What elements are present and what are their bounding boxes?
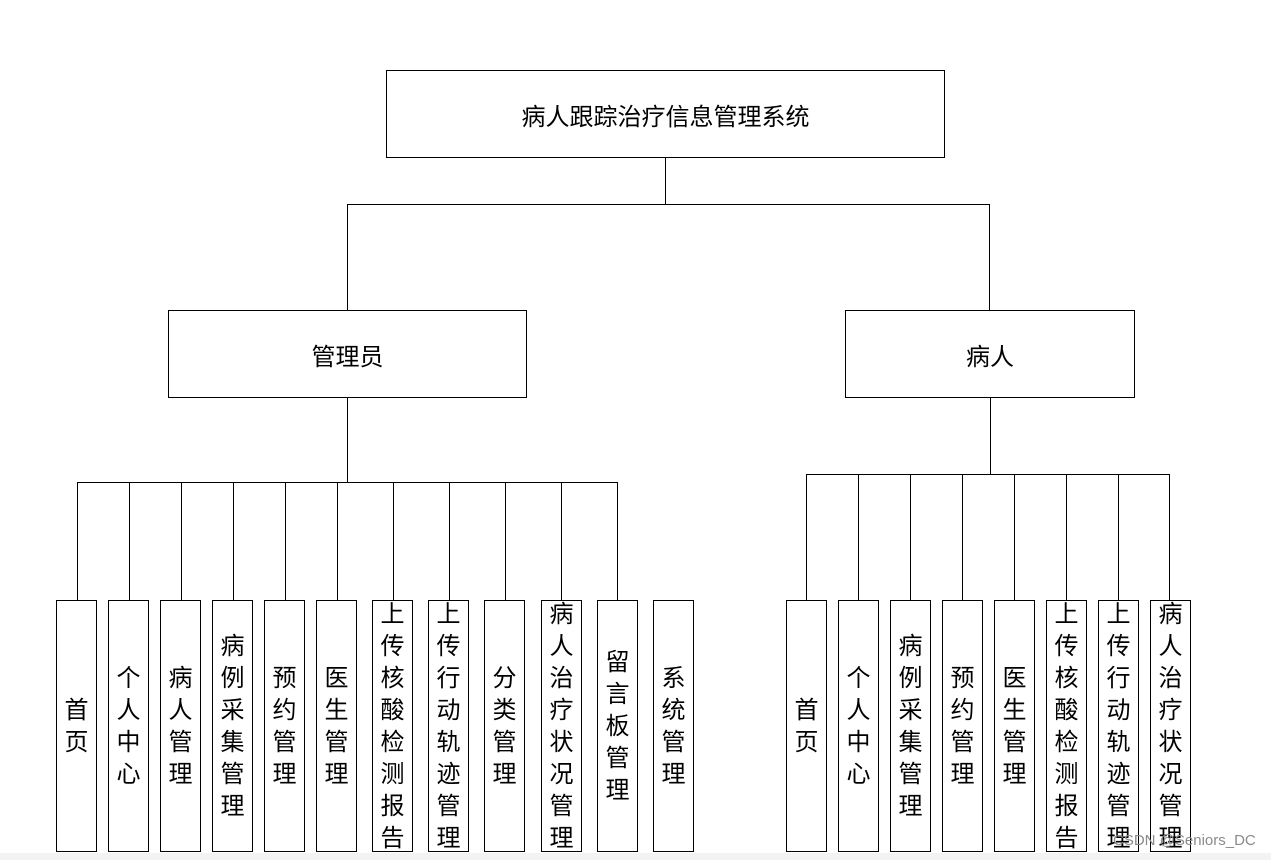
leaf-label: 上传行动轨迹管理 [436, 600, 461, 852]
connector [129, 482, 130, 600]
leaf-node: 上传行动轨迹管理 [1098, 600, 1139, 852]
bottom-band [0, 853, 1271, 860]
connector [561, 482, 562, 600]
connector [77, 482, 618, 483]
leaf-label: 首页 [64, 696, 89, 756]
leaf-node: 上传行动轨迹管理 [428, 600, 469, 852]
connector [285, 482, 286, 600]
leaf-node: 预约管理 [264, 600, 305, 852]
connector [617, 482, 618, 600]
leaf-label: 病人管理 [168, 664, 193, 788]
connector [1169, 474, 1170, 600]
root-node: 病人跟踪治疗信息管理系统 [386, 70, 945, 158]
leaf-node: 首页 [786, 600, 827, 852]
branch-node-admin: 管理员 [168, 310, 527, 398]
leaf-label: 系统管理 [661, 664, 686, 788]
leaf-label: 病例采集管理 [898, 632, 923, 820]
connector [962, 474, 963, 600]
connector [77, 482, 78, 600]
leaf-label: 病人治疗状况管理 [549, 600, 574, 852]
leaf-label: 个人中心 [846, 664, 871, 788]
leaf-node: 个人中心 [108, 600, 149, 852]
leaf-label: 分类管理 [492, 664, 517, 788]
connector [1014, 474, 1015, 600]
leaf-label: 上传核酸检测报告 [380, 600, 405, 852]
leaf-node: 上传核酸检测报告 [1046, 600, 1087, 852]
branch-node-patient: 病人 [845, 310, 1135, 398]
leaf-node: 上传核酸检测报告 [372, 600, 413, 852]
leaf-node: 分类管理 [484, 600, 525, 852]
leaf-label: 上传核酸检测报告 [1054, 600, 1079, 852]
leaf-label: 上传行动轨迹管理 [1106, 600, 1131, 852]
leaf-node: 留言板管理 [597, 600, 638, 852]
connector [665, 158, 666, 204]
connector [806, 474, 1170, 475]
root-label: 病人跟踪治疗信息管理系统 [521, 102, 810, 131]
leaf-label: 医生管理 [324, 664, 349, 788]
connector [910, 474, 911, 600]
leaf-node: 病例采集管理 [890, 600, 931, 852]
branch-label-patient: 病人 [966, 342, 1014, 371]
connector [989, 204, 990, 310]
connector [505, 482, 506, 600]
connector [449, 482, 450, 600]
leaf-label: 病人治疗状况管理 [1158, 600, 1183, 852]
leaf-node: 个人中心 [838, 600, 879, 852]
connector [858, 474, 859, 600]
leaf-label: 首页 [794, 696, 819, 756]
leaf-node: 病人治疗状况管理 [541, 600, 582, 852]
connector [806, 474, 807, 600]
connector [181, 482, 182, 600]
watermark: CSDN @Seniors_DC [1113, 832, 1256, 849]
connector [1118, 474, 1119, 600]
connector [990, 398, 991, 474]
leaf-node: 病人治疗状况管理 [1150, 600, 1191, 852]
connector [347, 204, 348, 310]
connector [233, 482, 234, 600]
leaf-node: 医生管理 [316, 600, 357, 852]
leaf-node: 病人管理 [160, 600, 201, 852]
branch-label-admin: 管理员 [311, 342, 384, 371]
leaf-node: 首页 [56, 600, 97, 852]
connector [337, 482, 338, 600]
leaf-label: 留言板管理 [605, 648, 630, 804]
leaf-label: 医生管理 [1002, 664, 1027, 788]
leaf-label: 个人中心 [116, 664, 141, 788]
connector [1066, 474, 1067, 600]
leaf-node: 病例采集管理 [212, 600, 253, 852]
connector [347, 398, 348, 482]
leaf-node: 预约管理 [942, 600, 983, 852]
connector [393, 482, 394, 600]
leaf-label: 预约管理 [950, 664, 975, 788]
connector [347, 204, 990, 205]
leaf-node: 系统管理 [653, 600, 694, 852]
leaf-label: 病例采集管理 [220, 632, 245, 820]
leaf-label: 预约管理 [272, 664, 297, 788]
leaf-node: 医生管理 [994, 600, 1035, 852]
